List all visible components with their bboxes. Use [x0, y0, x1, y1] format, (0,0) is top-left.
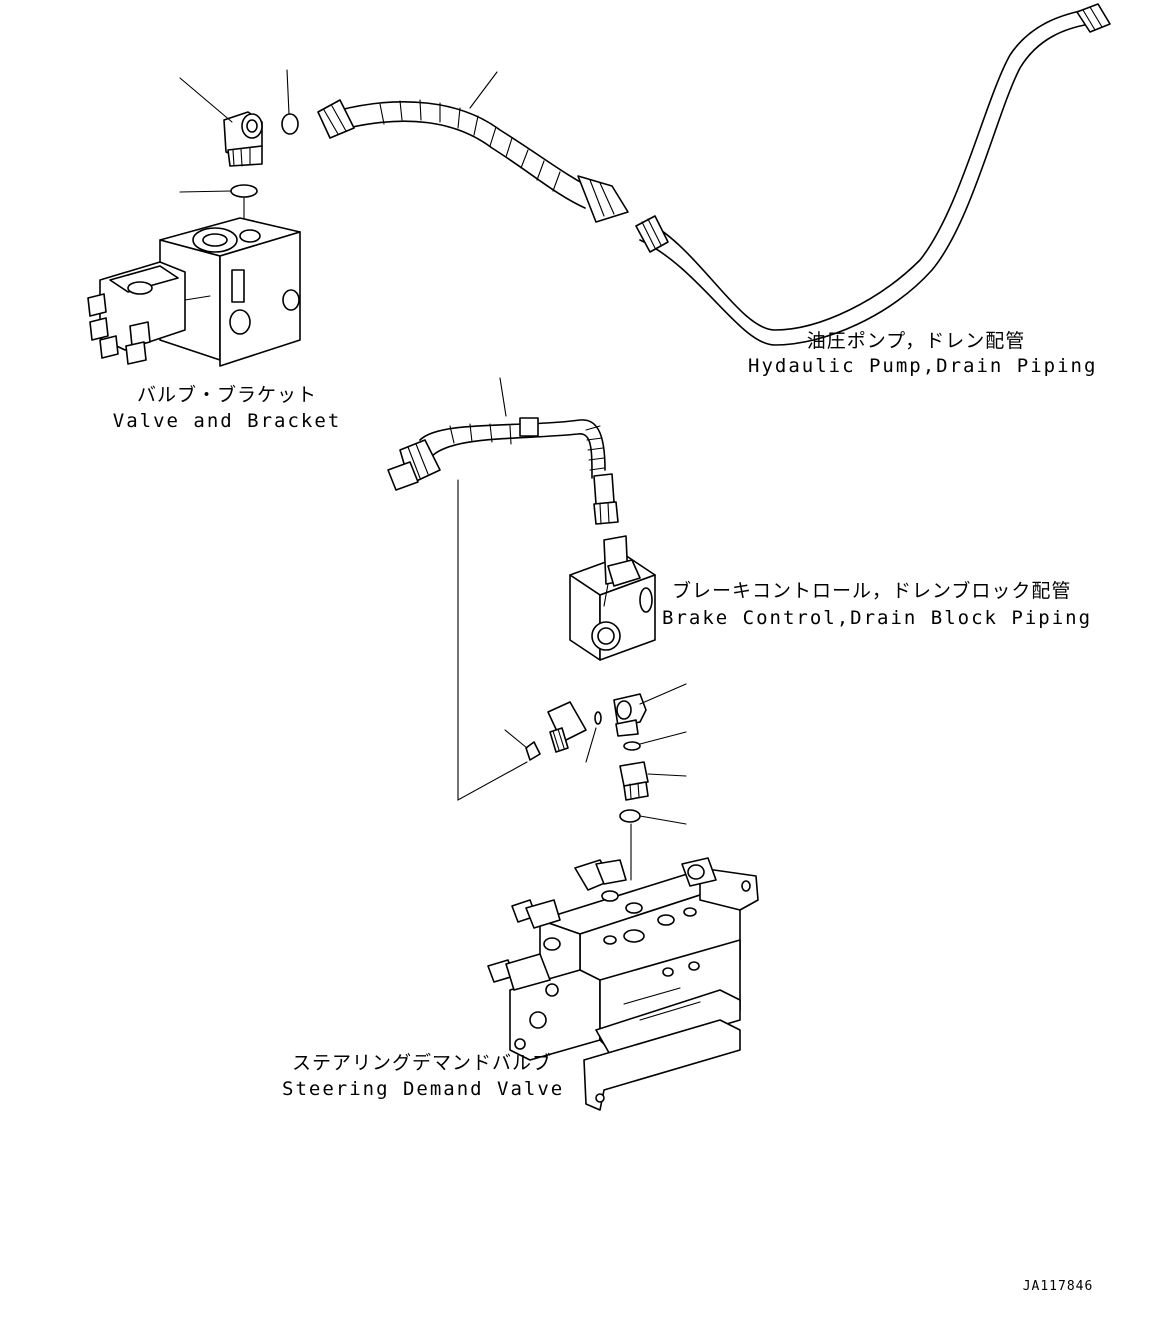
brake-control-label-en: Brake Control,Drain Block Piping — [662, 607, 1093, 629]
hydraulic-pump-label-ja: 油圧ポンプ，ドレン配管 — [806, 330, 1026, 352]
valve-bracket-label-ja: バルブ・ブラケット — [136, 384, 317, 406]
steering-valve-label-ja: ステアリングデマンドバルブ — [292, 1052, 553, 1074]
drain-block — [569, 535, 656, 661]
drawing-code: JA117846 — [1022, 1279, 1094, 1294]
valve-bracket-label-en: Valve and Bracket — [112, 410, 342, 432]
long-drain-pipe — [635, 3, 1111, 346]
middle-hose — [387, 377, 619, 801]
small-fittings — [504, 683, 687, 881]
steering-valve-label-en: Steering Demand Valve — [282, 1078, 565, 1100]
upper-hose — [317, 71, 629, 223]
brake-control-label-ja: ブレーキコントロール，ドレンブロック配管 — [672, 580, 1072, 602]
upper-elbow-fitting — [179, 69, 299, 233]
valve-bracket-block — [87, 217, 301, 367]
hydraulic-pump-label-en: Hydaulic Pump,Drain Piping — [748, 355, 1098, 377]
steering-demand-valve — [487, 857, 759, 1111]
